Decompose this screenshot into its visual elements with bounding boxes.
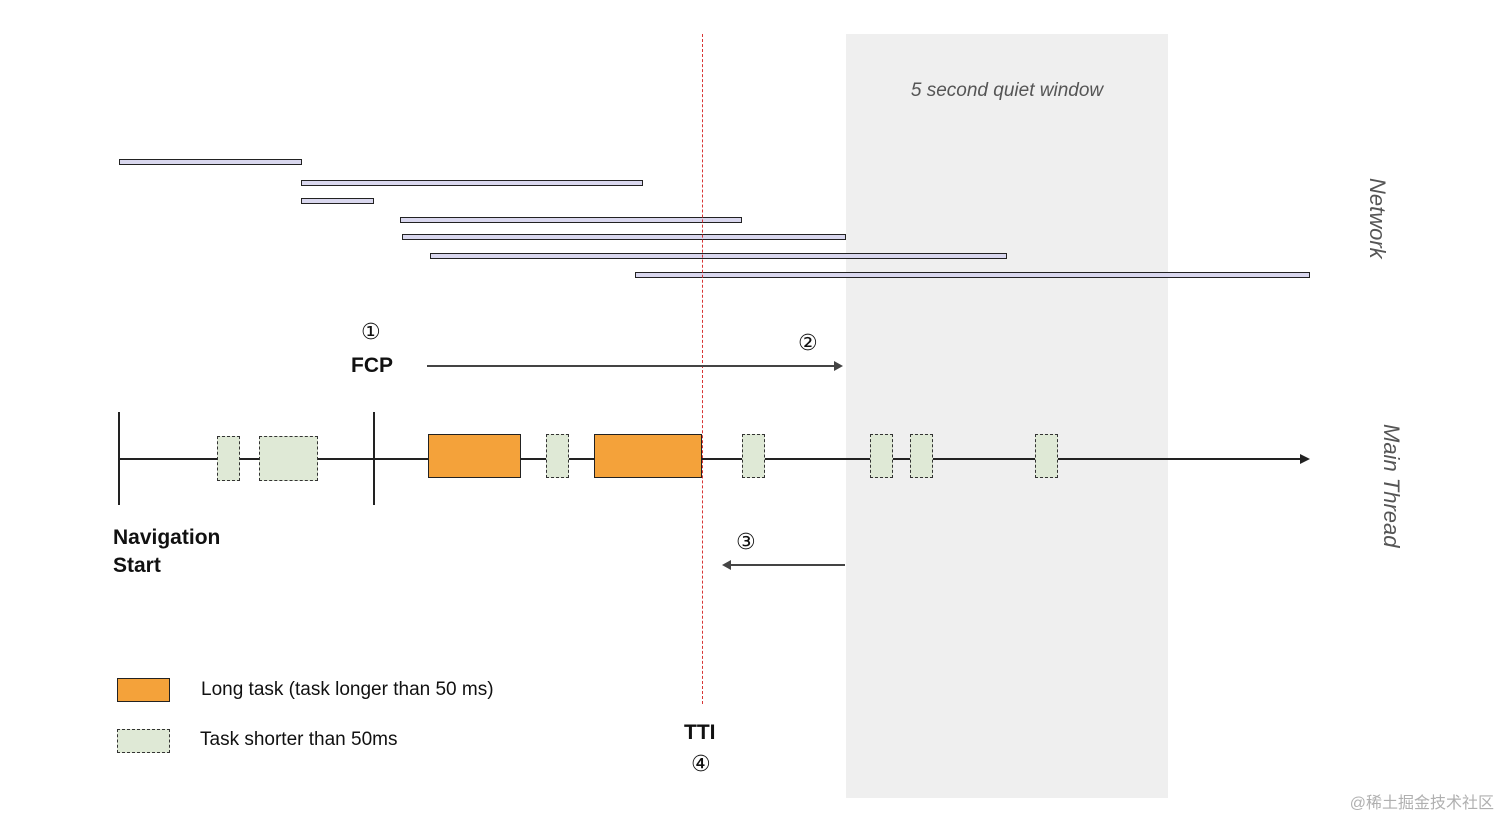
navigation-start-label: Navigation Start <box>113 524 220 580</box>
long-task <box>428 434 521 478</box>
watermark-text: @稀土掘金技术社区 <box>1349 795 1494 812</box>
legend-long-task-label: Long task (task longer than 50 ms) <box>201 679 494 700</box>
short-task <box>742 434 765 478</box>
navigation-start-line1: Navigation <box>113 526 221 549</box>
network-request-bar <box>400 217 742 223</box>
main-thread-timeline <box>118 458 1303 460</box>
tti-label: TTI <box>684 721 716 744</box>
step-1-marker: ① <box>361 319 381 344</box>
tti-dashed-line <box>702 34 703 704</box>
fcp-label: FCP <box>351 354 393 377</box>
arrow-head-left-icon <box>722 560 731 570</box>
short-task <box>546 434 569 478</box>
forward-search-arrow <box>427 365 835 367</box>
step-3-marker: ③ <box>736 529 756 554</box>
step-4-marker: ④ <box>691 751 711 776</box>
arrow-head-icon <box>834 361 843 371</box>
long-task <box>594 434 702 478</box>
network-request-bar <box>635 272 1310 278</box>
short-task <box>1035 434 1058 478</box>
network-request-bar <box>119 159 302 165</box>
network-request-bar <box>402 234 846 240</box>
short-task <box>217 436 240 481</box>
network-request-bar <box>301 198 374 204</box>
network-request-bar <box>430 253 1007 259</box>
network-request-bar <box>301 180 643 186</box>
navigation-start-line2: Start <box>113 554 161 577</box>
quiet-window-label: 5 second quiet window <box>910 80 1104 101</box>
legend-short-task-swatch <box>117 729 170 753</box>
short-task <box>870 434 893 478</box>
short-task <box>910 434 933 478</box>
backward-search-arrow <box>731 564 845 566</box>
step-2-marker: ② <box>798 330 818 355</box>
network-row-label: Network <box>1365 178 1390 259</box>
short-task <box>259 436 318 481</box>
timeline-arrow-head-icon <box>1300 454 1310 464</box>
legend-long-task-swatch <box>117 678 170 702</box>
main-thread-row-label: Main Thread <box>1379 424 1404 548</box>
quiet-window-region <box>846 34 1168 798</box>
legend-short-task-label: Task shorter than 50ms <box>200 729 398 750</box>
